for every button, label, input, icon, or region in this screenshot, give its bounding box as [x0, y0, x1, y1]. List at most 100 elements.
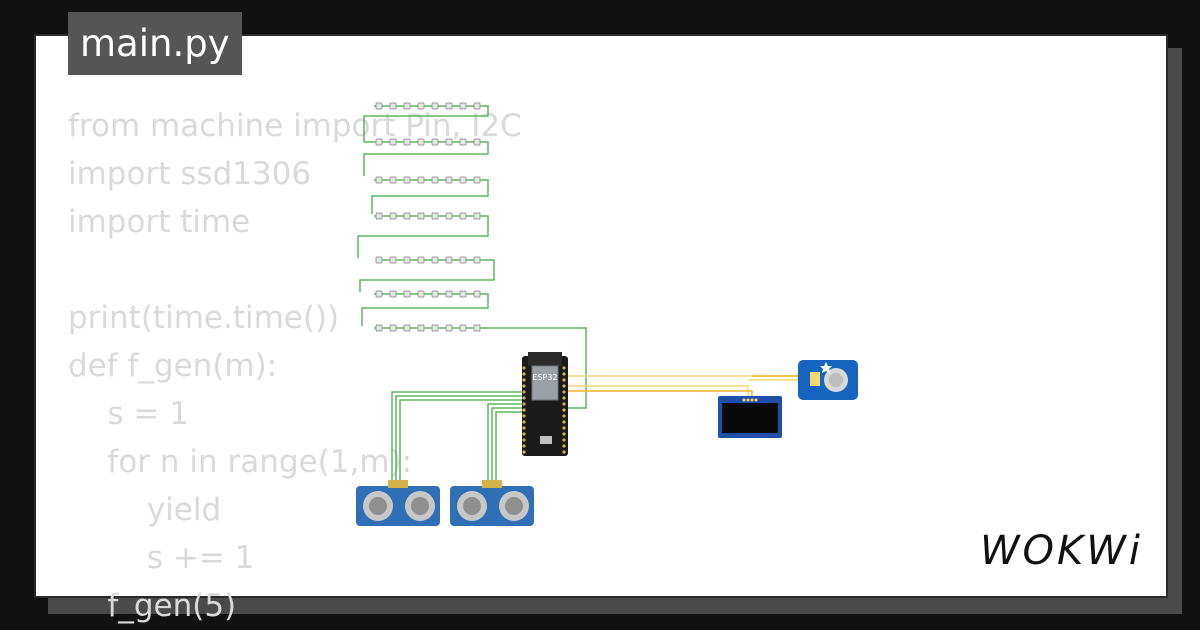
code-line: yield [68, 492, 222, 528]
board-pin [522, 366, 526, 370]
led-pixel-icon [473, 212, 481, 220]
led-pixel-icon [459, 176, 467, 184]
wokwi-logo[interactable]: WOKWi [980, 528, 1143, 574]
led-pixel-icon [403, 138, 411, 146]
code-line: print(time.time()) [68, 300, 340, 336]
led-pixel-icon [473, 324, 481, 332]
led-pixel-icon [389, 102, 397, 110]
led-pixel-icon [473, 176, 481, 184]
board-pin [522, 414, 526, 418]
code-line: s += 1 [68, 540, 255, 576]
rtc-module-icon[interactable] [798, 360, 858, 400]
board-pin [522, 408, 526, 412]
led-pixel-icon [417, 256, 425, 264]
led-pixel-icon [389, 176, 397, 184]
led-pixel-array [375, 102, 481, 332]
board-pin [562, 414, 566, 418]
led-pixel-icon [417, 138, 425, 146]
board-pin [522, 432, 526, 436]
ultrasonic-sensor-1[interactable] [356, 480, 440, 526]
led-pixel-icon [431, 324, 439, 332]
led-pixel-icon [389, 138, 397, 146]
board-pin [522, 378, 526, 382]
i2c-wires [568, 374, 827, 400]
board-pin [562, 396, 566, 400]
code-line: import ssd1306 [68, 156, 312, 192]
led-pixel-icon [375, 290, 383, 298]
led-pixel-icon [403, 290, 411, 298]
board-pin [522, 450, 526, 454]
led-pixel-icon [375, 176, 383, 184]
led-pixel-icon [431, 102, 439, 110]
esp32-board[interactable]: ESP32 [522, 352, 568, 456]
led-pixel-icon [459, 138, 467, 146]
code-preview: from machine import Pin, I2C import ssd13… [68, 102, 522, 630]
oled-display-icon[interactable] [718, 396, 782, 438]
board-pin [522, 444, 526, 448]
led-pixel-icon [389, 324, 397, 332]
board-pin [522, 438, 526, 442]
led-pixel-icon [445, 138, 453, 146]
board-pin [522, 372, 526, 376]
ultrasonic-sensor-2[interactable] [450, 480, 534, 526]
led-pixel-icon [459, 212, 467, 220]
board-pin [522, 402, 526, 406]
preview-card: from machine import Pin, I2C import ssd13… [34, 34, 1168, 624]
led-pixel-icon [445, 102, 453, 110]
led-pixel-icon [473, 290, 481, 298]
board-pin [562, 432, 566, 436]
board-pin [562, 450, 566, 454]
led-pixel-icon [403, 256, 411, 264]
code-line: for n in range(1,m): [68, 444, 413, 480]
led-pixel-icon [417, 176, 425, 184]
sensor-wires [391, 391, 522, 482]
led-pixel-icon [431, 290, 439, 298]
board-pin [562, 384, 566, 388]
led-pixel-icon [445, 290, 453, 298]
board-pin [522, 420, 526, 424]
led-pixel-icon [459, 324, 467, 332]
led-pixel-icon [375, 256, 383, 264]
code-line: s = 1 [68, 396, 189, 432]
board-pin [562, 438, 566, 442]
board-pin [562, 378, 566, 382]
led-pixel-icon [459, 102, 467, 110]
led-pixel-icon [445, 212, 453, 220]
led-pixel-icon [375, 102, 383, 110]
led-pixel-icon [403, 176, 411, 184]
led-pixel-icon [473, 102, 481, 110]
led-pixel-icon [431, 212, 439, 220]
board-pin [562, 402, 566, 406]
board-pin [562, 408, 566, 412]
led-pixel-icon [445, 256, 453, 264]
led-pixel-icon [431, 138, 439, 146]
board-pin [562, 420, 566, 424]
led-pixel-icon [459, 290, 467, 298]
board-pin [562, 426, 566, 430]
led-pixel-icon [389, 290, 397, 298]
led-pixel-icon [473, 256, 481, 264]
board-pin [562, 372, 566, 376]
led-pixel-icon [375, 324, 383, 332]
file-tab[interactable]: main.py [68, 12, 242, 75]
led-pixel-icon [375, 138, 383, 146]
led-pixel-icon [403, 102, 411, 110]
board-pin [522, 384, 526, 388]
code-line: f_gen(5) [68, 588, 237, 624]
led-pixel-icon [445, 176, 453, 184]
led-pixel-icon [459, 256, 467, 264]
led-pixel-icon [389, 256, 397, 264]
board-pins [522, 366, 566, 454]
board-pin [522, 426, 526, 430]
code-line: def f_gen(m): [68, 348, 278, 384]
led-pixel-icon [431, 256, 439, 264]
board-pin [562, 390, 566, 394]
led-pixel-icon [375, 212, 383, 220]
led-pixel-icon [403, 212, 411, 220]
code-line: from machine import Pin, I2C [68, 108, 522, 144]
board-pin [522, 396, 526, 400]
board-pin [522, 390, 526, 394]
board-pin [562, 366, 566, 370]
led-pixel-icon [389, 212, 397, 220]
led-pixel-icon [431, 176, 439, 184]
